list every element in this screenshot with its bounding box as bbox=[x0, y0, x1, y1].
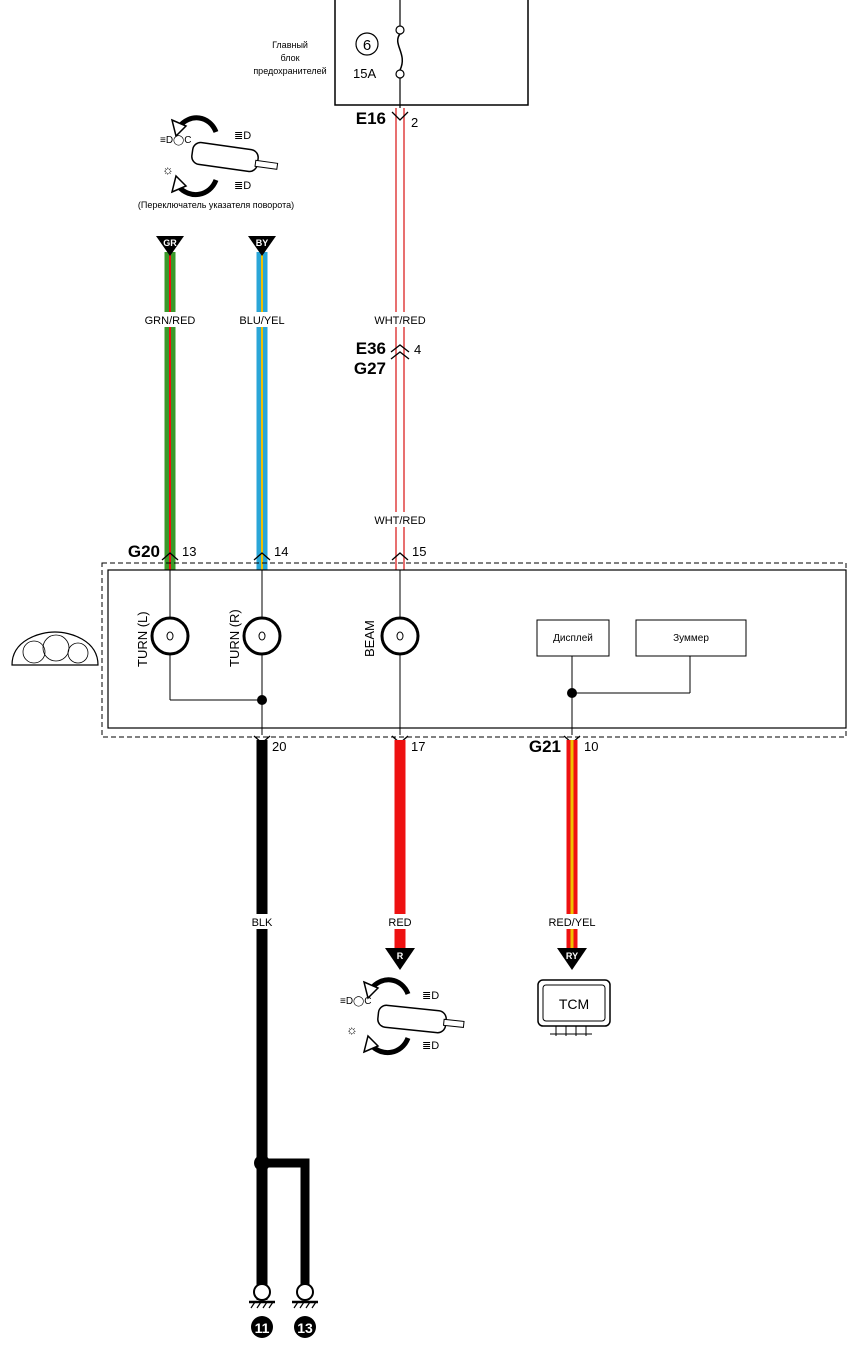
wire-label-red: RED bbox=[388, 917, 411, 929]
tag-r-label: R bbox=[397, 951, 404, 961]
connector-g20 bbox=[161, 552, 409, 561]
wire-blu-yel bbox=[228, 252, 296, 570]
svg-text:☼: ☼ bbox=[162, 162, 174, 177]
connector-g20-label: G20 bbox=[128, 542, 160, 561]
wire-label-blu-yel: BLU/YEL bbox=[239, 315, 284, 327]
wire-red-yel bbox=[540, 740, 604, 950]
tag-by bbox=[248, 236, 276, 256]
wire-label-grn-red: GRN/RED bbox=[145, 315, 196, 327]
wire-blk bbox=[236, 740, 310, 1300]
turn-signal-switch-icon: ≡D◯C ≣D ≣D ☼ bbox=[160, 115, 279, 197]
fuse-block-label-2: блок bbox=[280, 53, 299, 63]
wire-red bbox=[376, 740, 424, 950]
connector-e36-g27 bbox=[390, 344, 410, 360]
tcm-label: TCM bbox=[559, 996, 589, 1012]
display-box bbox=[536, 619, 610, 657]
connector-g21-label: G21 bbox=[529, 737, 561, 756]
tag-r bbox=[385, 948, 415, 970]
wire-label-blk: BLK bbox=[252, 917, 273, 929]
svg-text:☼: ☼ bbox=[346, 1022, 358, 1037]
fuse-rating: 15A bbox=[353, 66, 376, 81]
cluster-internal-wiring bbox=[169, 570, 691, 735]
buzzer-box bbox=[635, 619, 747, 657]
ground-13-label: 13 bbox=[297, 1320, 313, 1336]
connector-g20-pin-14: 14 bbox=[274, 544, 288, 559]
connector-g20-pin-15: 15 bbox=[412, 544, 426, 559]
fuse-block-label-3: предохранителей bbox=[253, 66, 326, 76]
connector-g21-pin: 10 bbox=[584, 739, 598, 754]
turn-r-bulb-icon bbox=[242, 616, 282, 656]
turn-l-label: TURN (L) bbox=[135, 611, 150, 667]
tag-gr-label: GR bbox=[163, 238, 177, 248]
buzzer-label: Зуммер bbox=[673, 633, 709, 644]
wire-label-wht-red-upper: WHT/RED bbox=[374, 315, 425, 327]
fuse-block-label-1: Главный bbox=[272, 40, 308, 50]
ground-13-icon bbox=[292, 1283, 318, 1338]
connector-e16-pin: 2 bbox=[411, 115, 418, 130]
fuse-number: 6 bbox=[363, 37, 371, 54]
svg-text:≣D: ≣D bbox=[422, 1040, 439, 1052]
connector-e36-pin: 4 bbox=[414, 342, 421, 357]
svg-text:≡D◯C: ≡D◯C bbox=[160, 135, 191, 146]
svg-text:≡D◯C: ≡D◯C bbox=[340, 996, 371, 1007]
tcm-module-icon bbox=[537, 979, 611, 1036]
tag-gr bbox=[156, 236, 184, 256]
pin-20: 20 bbox=[272, 739, 286, 754]
switch-caption: (Переключатель указателя поворота) bbox=[138, 200, 294, 210]
ground-11-icon bbox=[249, 1283, 275, 1338]
fuse-number-circle bbox=[355, 32, 379, 56]
tag-by-label: BY bbox=[256, 238, 269, 248]
svg-text:≣D: ≣D bbox=[422, 990, 439, 1002]
connector-g20-pin-13: 13 bbox=[182, 544, 196, 559]
connector-g27-label: G27 bbox=[354, 359, 386, 378]
pin-17: 17 bbox=[411, 739, 425, 754]
wire-label-red-yel: RED/YEL bbox=[548, 917, 595, 929]
turn-l-bulb-icon bbox=[150, 616, 190, 656]
wire-grn-red bbox=[132, 252, 208, 570]
svg-text:≣D: ≣D bbox=[234, 130, 251, 142]
wire-label-wht-red-lower: WHT/RED bbox=[374, 515, 425, 527]
beam-switch-icon: ≡D◯C ≣D ≣D ☼ bbox=[340, 977, 465, 1055]
tag-ry-label: RY bbox=[566, 951, 578, 961]
cluster-icon bbox=[11, 631, 99, 666]
beam-bulb-icon bbox=[380, 616, 420, 656]
connector-e36-label: E36 bbox=[356, 339, 386, 358]
display-label: Дисплей bbox=[553, 633, 593, 644]
svg-text:≣D: ≣D bbox=[234, 180, 251, 192]
tag-ry bbox=[557, 948, 587, 970]
connector-e16 bbox=[391, 111, 409, 121]
main-fuse-block: Главный блок предохранителей 6 15A bbox=[253, 0, 529, 108]
connector-e16-label: E16 bbox=[356, 109, 386, 128]
turn-r-label: TURN (R) bbox=[227, 609, 242, 667]
ground-11-label: 11 bbox=[255, 1320, 270, 1336]
fuse-icon bbox=[395, 0, 405, 108]
wire-wht-red bbox=[366, 108, 434, 570]
beam-label: BEAM bbox=[362, 620, 377, 657]
